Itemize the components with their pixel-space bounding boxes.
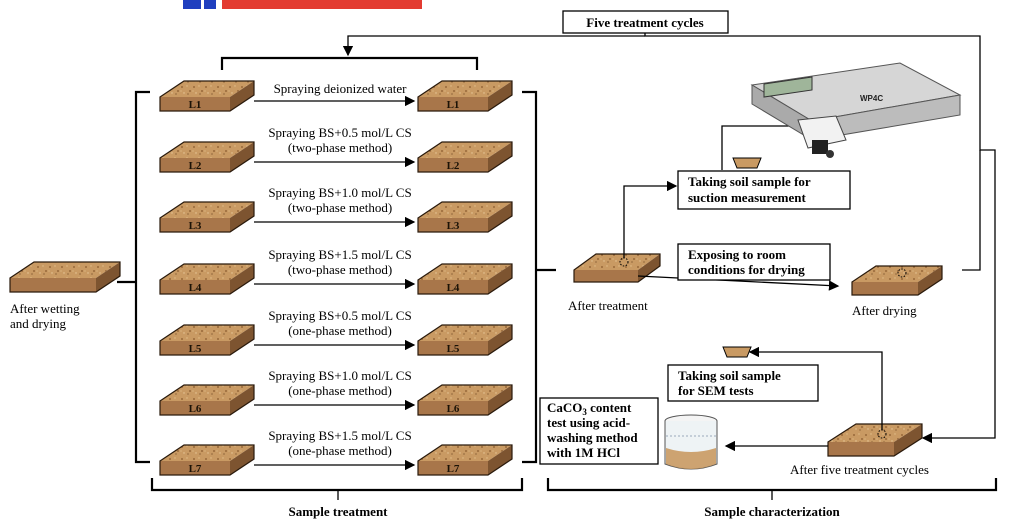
sem-box-line2: for SEM tests — [678, 383, 754, 398]
treatment-row: L3 L3 (two-phase method)Spraying BS+1.0 mo… — [159, 185, 513, 233]
wp4c-device-illustration: WP4C — [750, 62, 962, 158]
layer-tag-before: L6 — [189, 403, 202, 415]
initial-soil-slab — [9, 261, 121, 293]
soil-slab-before: L5 — [159, 324, 255, 356]
soil-slab-before: L4 — [159, 263, 255, 295]
initial-label-line2: and drying — [10, 316, 66, 331]
cycle-return-arrow — [342, 35, 645, 57]
soil-slab-after: L7 — [417, 444, 513, 476]
after-treatment-label: After treatment — [568, 298, 648, 313]
sem-box-line1: Taking soil sample — [678, 368, 781, 383]
soil-slab-after: L6 — [417, 384, 513, 416]
layer-tag-before: L1 — [189, 99, 202, 111]
soil-slab-before: L3 — [159, 201, 255, 233]
treatment-label-line2: (two-phase method) — [288, 140, 392, 155]
after-drying-slab — [851, 265, 943, 296]
layer-tag-before: L2 — [189, 160, 202, 172]
layer-tag-after: L2 — [447, 160, 460, 172]
suction-box — [677, 170, 851, 210]
soil-slab-before: L6 — [159, 384, 255, 416]
title-banner-fragment — [183, 0, 422, 9]
sem-arrow — [748, 346, 883, 430]
treatment-label-line2: (one-phase method) — [288, 443, 392, 458]
suction-box-line1: Taking soil sample for — [688, 174, 811, 189]
caco3-line2: test using acid- — [547, 415, 630, 430]
treatment-label-line1: Spraying BS+0.5 mol/L CS — [268, 308, 411, 323]
five-cycles-label: Five treatment cycles — [586, 15, 703, 30]
bottom-bracket-left — [150, 478, 524, 492]
sem-sample-cup — [722, 346, 752, 358]
caco3-box — [539, 397, 659, 465]
treatment-label-line1: Spraying deionized water — [274, 81, 408, 96]
device-connector — [721, 125, 800, 170]
caco3-line3: washing method — [547, 430, 638, 445]
treatment-label-line1: Spraying BS+1.0 mol/L CS — [268, 185, 411, 200]
soil-slab-before: L7 — [159, 444, 255, 476]
right-bracket — [522, 90, 538, 464]
suction-sample-cup — [732, 157, 762, 169]
drying-box-line1: Exposing to room — [688, 247, 786, 262]
treatment-label-line1: Spraying BS+0.5 mol/L CS — [268, 125, 411, 140]
acid-beaker — [664, 414, 718, 470]
left-bracket — [134, 90, 150, 464]
after-cycles-label: After five treatment cycles — [790, 462, 929, 477]
after-drying-label: After drying — [852, 303, 917, 318]
sem-box — [667, 364, 819, 402]
soil-slab-before: L1 — [159, 80, 255, 112]
treatment-label-line2: (two-phase method) — [288, 200, 392, 215]
layer-tag-after: L5 — [447, 343, 460, 355]
layer-tag-before: L3 — [189, 220, 202, 232]
caco3-line1: CaCO3 content — [547, 400, 632, 417]
layer-tag-before: L5 — [189, 343, 202, 355]
treatment-row: L5 L5 (one-phase method)Spraying BS+0.5 mo… — [159, 308, 513, 356]
drying-box-line2: conditions for drying — [688, 262, 805, 277]
treatment-label-line1: Spraying BS+1.0 mol/L CS — [268, 368, 411, 383]
layer-tag-before: L4 — [189, 282, 202, 294]
soil-slab-before: L2 — [159, 141, 255, 173]
treatment-label-line1: Spraying BS+1.5 mol/L CS — [268, 428, 411, 443]
sample-treatment-title: Sample treatment — [288, 504, 388, 519]
after-cycles-slab — [827, 423, 923, 457]
treatment-row: L2 L2 (two-phase method)Spraying BS+0.5 mo… — [159, 125, 513, 173]
after-treatment-slab — [573, 253, 661, 283]
soil-slab-after: L1 — [417, 80, 513, 112]
treatment-row: L4 L4 (two-phase method)Spraying BS+1.5 mo… — [159, 247, 513, 295]
treatment-label-line1: Spraying BS+1.5 mol/L CS — [268, 247, 411, 262]
drying-box — [677, 243, 831, 281]
treatment-label-line2: (two-phase method) — [288, 262, 392, 277]
drying-arrow — [637, 275, 840, 291]
treatment-row: L7 L7 (one-phase method)Spraying BS+1.5 mo… — [159, 428, 513, 476]
layer-tag-after: L4 — [447, 282, 460, 294]
treatment-label-line2: (one-phase method) — [288, 383, 392, 398]
soil-slab-after: L2 — [417, 141, 513, 173]
device-brand-label: WP4C — [860, 94, 883, 103]
initial-label-line1: After wetting — [10, 301, 80, 316]
soil-slab-after: L5 — [417, 324, 513, 356]
soil-slab-after: L3 — [417, 201, 513, 233]
layer-tag-after: L7 — [447, 463, 460, 475]
bottom-bracket-right — [546, 478, 998, 492]
layer-tag-before: L7 — [189, 463, 202, 475]
top-bracket — [220, 56, 479, 70]
soil-slab-after: L4 — [417, 263, 513, 295]
sample-characterization-title: Sample characterization — [704, 504, 840, 519]
treatment-row: L6 L6 (one-phase method)Spraying BS+1.0 mo… — [159, 368, 513, 416]
layer-tag-after: L6 — [447, 403, 460, 415]
layer-tag-after: L3 — [447, 220, 460, 232]
treatment-row: L1 L1 Spraying deionized water — [159, 80, 513, 112]
suction-arrow — [623, 180, 678, 258]
drying-return-line — [962, 150, 981, 271]
suction-box-line2: suction measurement — [688, 190, 807, 205]
caco3-line4: with 1M HCl — [547, 445, 620, 460]
layer-tag-after: L1 — [447, 99, 460, 111]
treatment-label-line2: (one-phase method) — [288, 323, 392, 338]
